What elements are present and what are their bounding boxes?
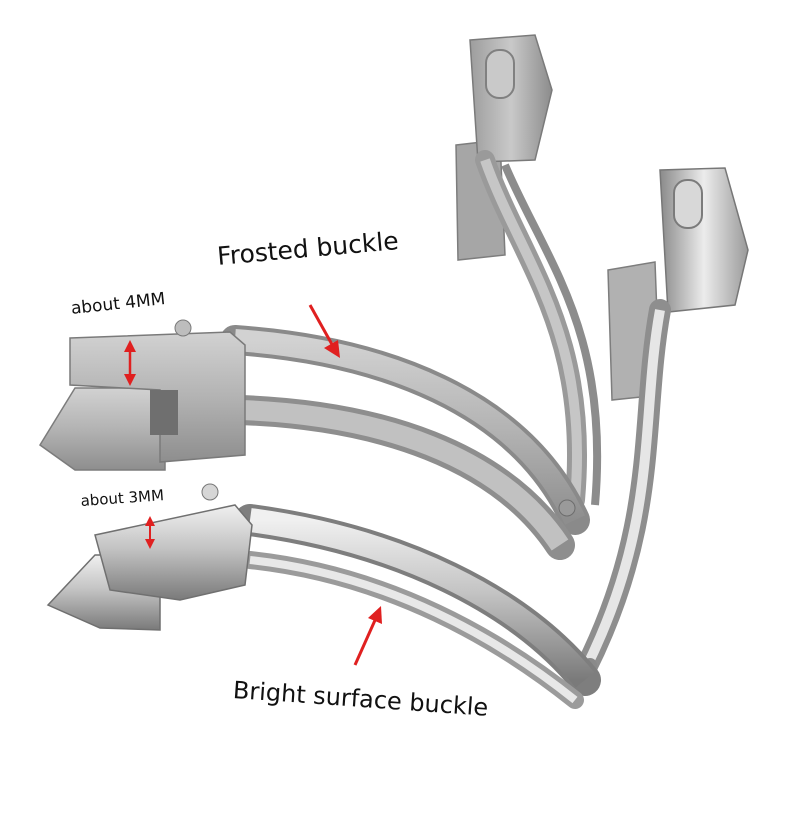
arrow-3mm xyxy=(145,516,155,549)
bright-surface-buckle xyxy=(46,483,601,709)
arrow-4mm xyxy=(124,340,136,386)
frosted-clasp-upright-end xyxy=(455,34,602,510)
frosted-buckle xyxy=(38,319,590,560)
arrow-frosted xyxy=(308,304,340,358)
callout-arrows xyxy=(124,304,382,666)
bright-clasp-upright-end xyxy=(574,167,749,681)
arrow-bright xyxy=(353,606,382,666)
